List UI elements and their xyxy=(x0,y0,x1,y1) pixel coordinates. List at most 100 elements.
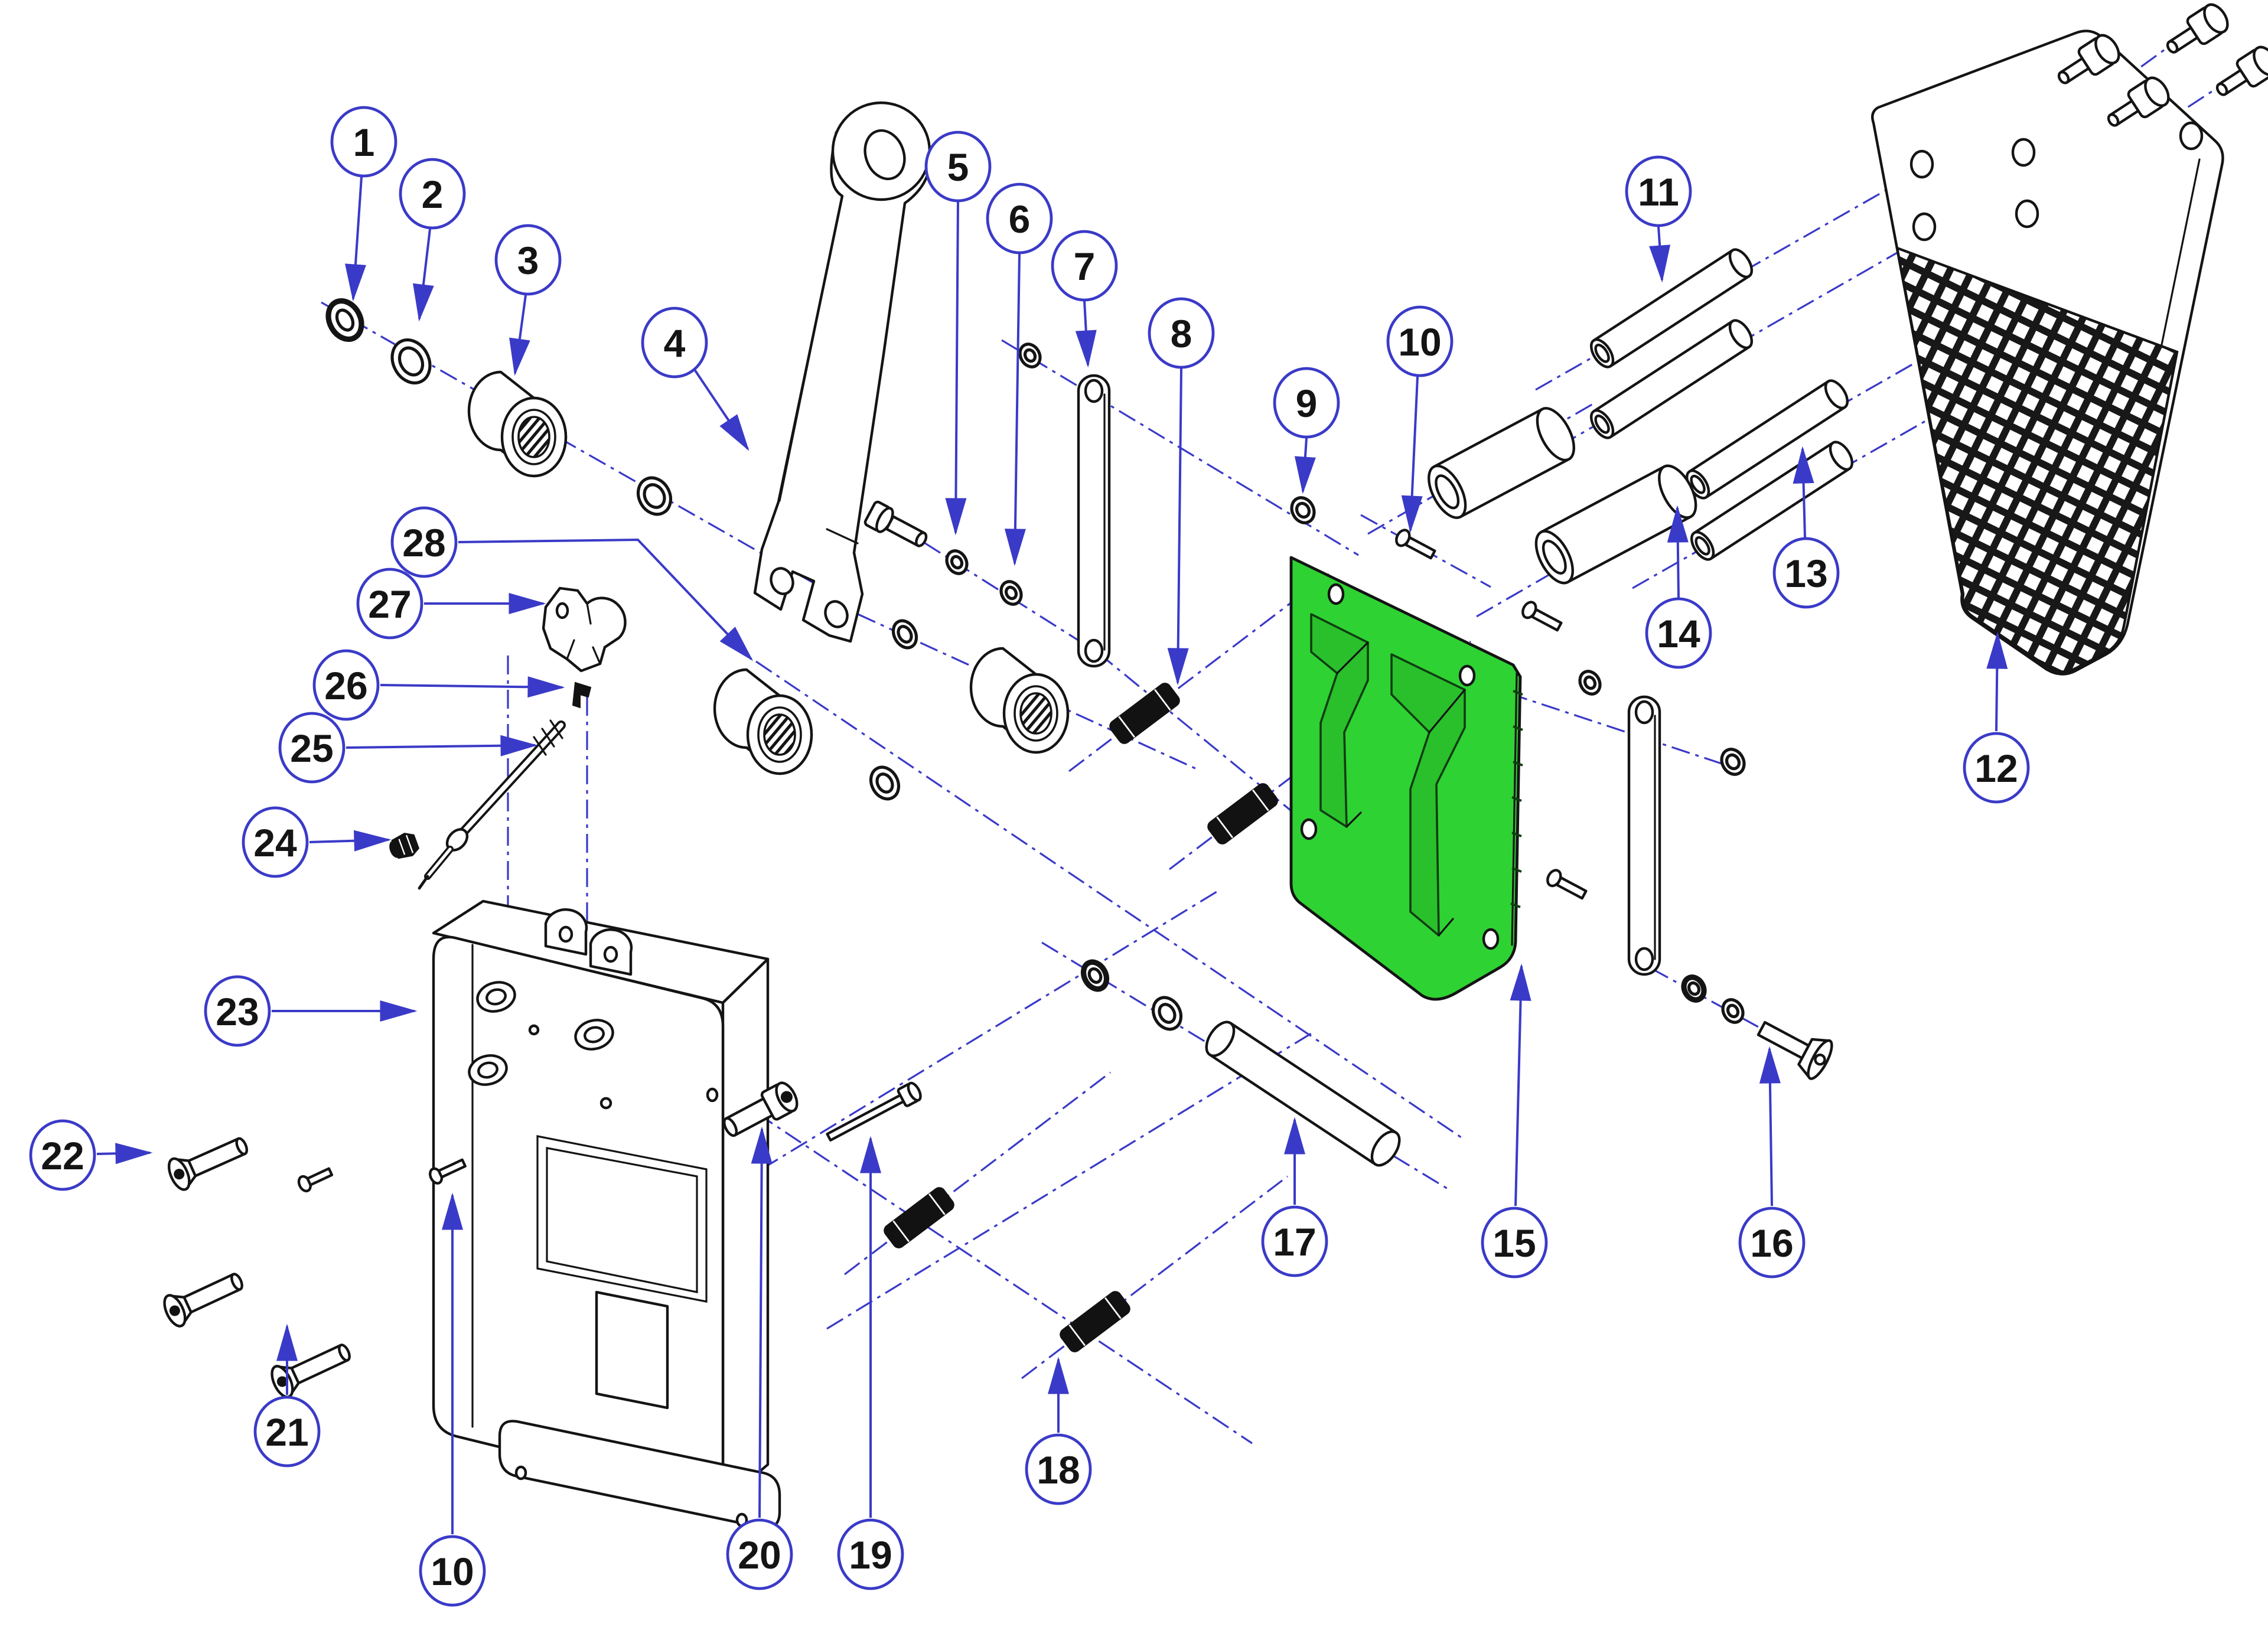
part-set-screw-18a[interactable] xyxy=(882,1185,956,1250)
part-screw-small-housing[interactable] xyxy=(296,1165,334,1193)
part-button-screw-b[interactable] xyxy=(2101,74,2173,135)
part-washer-link-top[interactable] xyxy=(1016,341,1044,370)
balloon-8[interactable]: 8 xyxy=(1148,297,1215,686)
part-washer-linkR-mid[interactable] xyxy=(1718,745,1748,778)
balloon-6[interactable]: 6 xyxy=(986,182,1053,566)
balloon-circle-2[interactable] xyxy=(399,158,466,230)
part-knurled-pad[interactable] xyxy=(1871,30,2224,676)
balloon-circle-18[interactable] xyxy=(1025,1433,1092,1505)
balloon-circle-11[interactable] xyxy=(1625,155,1692,227)
part-spacer-tube-11a[interactable] xyxy=(1587,246,1757,370)
balloon-26[interactable]: 26 xyxy=(312,649,565,721)
part-washer-roller-a[interactable] xyxy=(889,617,921,651)
balloon-18[interactable]: 18 xyxy=(1025,1356,1092,1505)
part-flat-head-screw-21b[interactable] xyxy=(268,1336,355,1400)
part-washer-5[interactable] xyxy=(943,547,970,577)
part-washer-1[interactable] xyxy=(322,295,368,345)
part-ring-17a[interactable] xyxy=(1079,958,1111,993)
balloon-circle-4[interactable] xyxy=(641,306,708,379)
balloon-5[interactable]: 5 xyxy=(924,131,992,536)
balloon-circle-9[interactable] xyxy=(1273,367,1340,439)
balloon-circle-21[interactable] xyxy=(253,1395,321,1468)
balloon-circle-28[interactable] xyxy=(390,506,458,578)
part-spacer-tube-11b[interactable] xyxy=(1587,317,1757,441)
part-pivot-screw[interactable] xyxy=(863,500,931,553)
part-latch-27[interactable] xyxy=(542,586,627,673)
part-nut-24[interactable] xyxy=(387,830,421,862)
part-flat-head-screw-16[interactable] xyxy=(1752,1010,1836,1082)
part-mounting-plate-highlighted[interactable] xyxy=(1289,556,1523,1001)
balloon-4[interactable]: 4 xyxy=(641,306,750,451)
part-clip-26[interactable] xyxy=(572,681,592,709)
part-bearing-3[interactable] xyxy=(467,370,568,478)
part-swing-arm[interactable] xyxy=(753,101,931,643)
balloon-17[interactable]: 17 xyxy=(1261,1117,1328,1277)
balloon-7[interactable]: 7 xyxy=(1051,230,1118,368)
balloon-circle-24[interactable] xyxy=(242,806,309,878)
part-link-bar-left[interactable] xyxy=(1077,374,1111,668)
balloon-circle-8[interactable] xyxy=(1148,297,1215,369)
balloon-19[interactable]: 19 xyxy=(837,1136,904,1590)
balloon-circle-23[interactable] xyxy=(204,975,271,1047)
part-set-screw-8a[interactable] xyxy=(1107,681,1182,746)
balloon-10[interactable]: 10 xyxy=(419,1192,486,1607)
balloon-circle-6[interactable] xyxy=(986,182,1053,255)
balloon-1[interactable]: 1 xyxy=(330,106,397,302)
balloon-circle-3[interactable] xyxy=(494,224,562,296)
balloon-24[interactable]: 24 xyxy=(242,806,392,878)
part-long-screw-19[interactable] xyxy=(825,1081,923,1146)
balloon-circle-14[interactable] xyxy=(1645,597,1712,669)
part-set-screw-8b[interactable] xyxy=(1205,781,1280,846)
balloon-circle-22[interactable] xyxy=(29,1119,96,1191)
balloon-13[interactable]: 13 xyxy=(1772,446,1840,609)
balloon-circle-12[interactable] xyxy=(1963,732,2030,804)
balloon-22[interactable]: 22 xyxy=(29,1119,153,1191)
part-washer-2[interactable] xyxy=(385,333,438,389)
balloon-27[interactable]: 27 xyxy=(356,568,546,640)
balloon-20[interactable]: 20 xyxy=(726,1126,793,1590)
part-washer-linkR-top[interactable] xyxy=(1576,668,1604,697)
part-roller-bearing-right[interactable] xyxy=(969,647,1070,754)
balloon-14[interactable]: 14 xyxy=(1645,505,1712,669)
balloon-circle-1[interactable] xyxy=(330,106,397,178)
part-button-screw-a[interactable] xyxy=(2052,31,2123,93)
part-washer-roller-b[interactable] xyxy=(865,762,904,804)
balloon-16[interactable]: 16 xyxy=(1738,1046,1806,1279)
part-socket-screw-20[interactable] xyxy=(719,1080,801,1143)
part-spacer-tube-14b[interactable] xyxy=(1529,460,1703,589)
balloon-2[interactable]: 2 xyxy=(399,158,466,322)
part-screw-plate-lower[interactable] xyxy=(1545,868,1588,902)
part-set-screw-18b[interactable] xyxy=(1058,1289,1132,1354)
balloon-25[interactable]: 25 xyxy=(278,712,538,784)
balloon-23[interactable]: 23 xyxy=(204,975,418,1047)
part-ring-17b[interactable] xyxy=(1148,993,1186,1034)
part-button-screw-d[interactable] xyxy=(2210,43,2268,105)
balloon-12[interactable]: 12 xyxy=(1963,631,2030,804)
part-screw-plate-upper[interactable] xyxy=(1520,600,1563,634)
balloon-circle-5[interactable] xyxy=(924,131,992,203)
balloon-circle-19[interactable] xyxy=(837,1518,904,1590)
part-adjuster-rod[interactable] xyxy=(418,719,566,890)
part-dowel-pin-17[interactable] xyxy=(1201,1018,1405,1170)
balloon-circle-13[interactable] xyxy=(1772,537,1840,609)
part-spacer-tube-14a[interactable] xyxy=(1421,403,1581,524)
balloon-9[interactable]: 9 xyxy=(1273,367,1340,494)
part-screw-10-top[interactable] xyxy=(1394,528,1437,562)
part-housing[interactable] xyxy=(432,899,781,1530)
balloon-circle-26[interactable] xyxy=(312,649,380,721)
balloon-circle-20[interactable] xyxy=(726,1518,793,1590)
part-flat-head-screw-22[interactable] xyxy=(165,1130,252,1193)
balloon-circle-16[interactable] xyxy=(1738,1206,1806,1279)
balloon-circle-10[interactable] xyxy=(1386,305,1454,377)
balloon-circle-27[interactable] xyxy=(356,568,423,640)
part-screw-10-bottom[interactable] xyxy=(428,1156,467,1185)
balloon-circle-10[interactable] xyxy=(419,1535,486,1607)
balloon-circle-17[interactable] xyxy=(1261,1205,1328,1277)
balloon-3[interactable]: 3 xyxy=(494,224,562,376)
part-washer-arm-axis[interactable] xyxy=(632,472,677,520)
balloon-11[interactable]: 11 xyxy=(1625,155,1692,283)
balloon-circle-7[interactable] xyxy=(1051,230,1118,302)
balloon-21[interactable]: 21 xyxy=(253,1323,321,1468)
balloon-28[interactable]: 28 xyxy=(390,506,754,661)
part-button-screw-c[interactable] xyxy=(2161,1,2232,62)
